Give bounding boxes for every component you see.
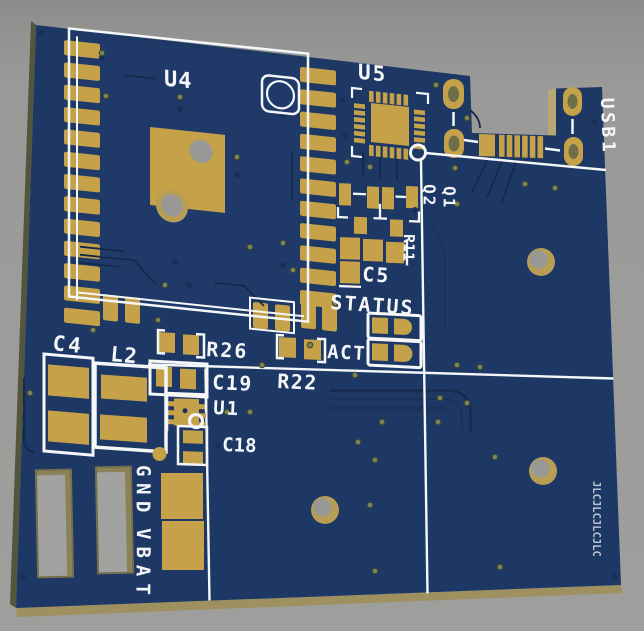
silkscreen-label-vbat: VBAT — [131, 528, 154, 602]
r26-footprint — [156, 328, 206, 359]
r11-c5-footprints — [339, 237, 409, 288]
mounting-holes — [311, 248, 557, 524]
module-logo-marker-icon — [260, 74, 301, 116]
silkscreen-label-u4: U4 — [164, 67, 192, 95]
u4-drill-hole — [189, 139, 213, 163]
silkscreen-label-r11: R11 — [400, 234, 418, 261]
silkscreen-label-q1: Q1 — [440, 186, 459, 210]
u4-module-footprint: U4 — [64, 27, 337, 335]
q2-q1-footprints — [336, 183, 421, 237]
silkscreen-origin-circle — [409, 143, 427, 162]
led-silkscreen-outlines — [366, 311, 423, 370]
u1-footprint — [165, 391, 208, 432]
silkscreen-label-r26: R26 — [206, 337, 249, 363]
c4-footprint — [42, 352, 95, 457]
silkscreen-label-gnd: GND — [132, 465, 154, 519]
silkscreen-label-c18: C18 — [222, 434, 257, 457]
u4-thermal-pad — [150, 127, 225, 223]
slot-cutouts — [34, 465, 135, 579]
u4-silkscreen-outline — [67, 27, 310, 335]
q2-q1-silkscreen — [336, 192, 421, 223]
u5-silkscreen-brackets — [350, 86, 430, 159]
silkscreen-label-c5: C5 — [362, 262, 391, 287]
silkscreen-label-r22: R22 — [277, 369, 319, 395]
usb-connector-area: USB1 — [443, 79, 619, 166]
silkscreen-label-u5: U5 — [358, 59, 387, 87]
c18-footprint — [176, 424, 209, 467]
status-act-led-footprints — [366, 311, 423, 370]
usb-edge-fingers — [479, 134, 544, 159]
battery-pads — [152, 447, 204, 570]
c19-footprint — [148, 359, 209, 399]
usb-through-hole-pads — [443, 79, 583, 166]
l2-footprint — [93, 361, 168, 454]
fab-watermark-label: JLCJLCJLCJLC — [590, 481, 602, 557]
silkscreen-label-act: ACT — [327, 341, 367, 365]
u4-drill-hole — [161, 194, 183, 217]
exposed-via-dot — [152, 447, 167, 461]
silkscreen-label-c19: C19 — [212, 370, 254, 396]
r11-c5-silkscreen — [339, 239, 409, 288]
silkscreen-label-u1: U1 — [213, 397, 241, 420]
silkscreen-label-c4: C4 — [51, 331, 85, 358]
silkscreen-label-usb1: USB1 — [596, 97, 619, 155]
silkscreen-label-l2: L2 — [110, 342, 139, 368]
board-left-edge-face — [10, 21, 36, 608]
board-bottom-edge-face — [16, 585, 622, 617]
silkscreen-labels: Q2 Q1 R11 C5 STATUS ACT R22 R26 C19 U1 C… — [51, 184, 602, 602]
copper-traces — [23, 109, 518, 453]
silkscreen-label-status: STATUS — [330, 290, 416, 320]
u5-qfn-footprint: U5 — [350, 59, 430, 160]
usb-silkscreen-marks — [452, 112, 574, 152]
u5-pads — [354, 90, 425, 160]
silkscreen-label-q2: Q2 — [420, 184, 439, 208]
